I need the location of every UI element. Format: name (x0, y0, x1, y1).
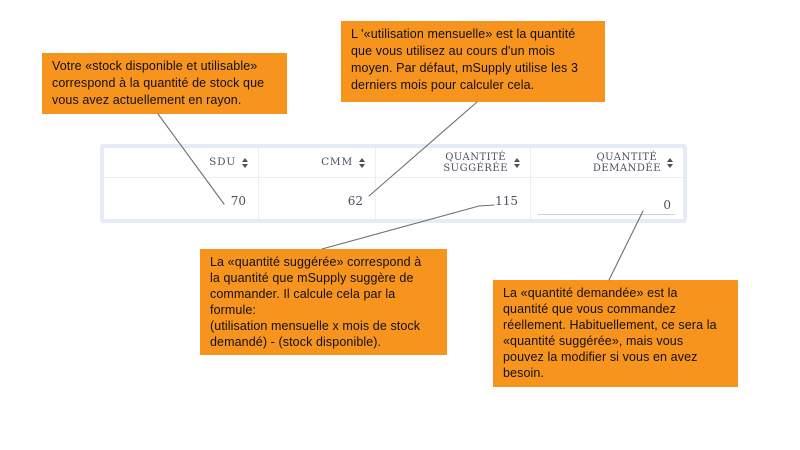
quantite-demandee-input[interactable] (538, 198, 675, 215)
column-header-quantite-suggeree-label: QUANTITÉ SUGGÉRÉE (443, 151, 508, 174)
order-table: SDU CMM QUANTITÉ SUGGÉRÉE QUANTITÉ DEMAN… (100, 144, 687, 223)
cell-cmm: 62 (258, 178, 375, 219)
column-header-sdu-label: SDU (209, 156, 236, 168)
callout-quantite-suggeree: La «quantité suggérée» correspond à la q… (200, 249, 447, 355)
cell-quantite-suggeree: 115 (375, 178, 530, 219)
callout-stock-disponible-text: Votre «stock disponible et utilisable» c… (52, 59, 265, 107)
callout-stock-disponible: Votre «stock disponible et utilisable» c… (42, 53, 287, 114)
callout-quantite-demandee-text: La «quantité demandée» est la quantité q… (503, 286, 717, 380)
sort-arrows-icon (514, 157, 520, 168)
callout-quantite-suggeree-text: La «quantité suggérée» correspond à la q… (210, 255, 422, 349)
column-header-quantite-demandee-label: QUANTITÉ DEMANDÉE (592, 151, 661, 174)
order-table-body: SDU CMM QUANTITÉ SUGGÉRÉE QUANTITÉ DEMAN… (104, 148, 683, 219)
callout-utilisation-mensuelle-text: L '«utilisation mensuelle» est la quanti… (351, 27, 579, 92)
sort-arrows-icon (359, 157, 365, 168)
cell-sdu: 70 (230, 193, 246, 208)
cell-quantite-demandee (530, 178, 683, 219)
table-header-row: SDU CMM QUANTITÉ SUGGÉRÉE QUANTITÉ DEMAN… (104, 148, 683, 178)
table-row: 70 62 115 (104, 178, 683, 219)
column-header-cmm[interactable]: CMM (258, 148, 375, 177)
callout-utilisation-mensuelle: L '«utilisation mensuelle» est la quanti… (341, 21, 605, 102)
sort-arrows-icon (667, 157, 673, 168)
column-header-sdu[interactable]: SDU (104, 148, 258, 177)
column-header-quantite-suggeree[interactable]: QUANTITÉ SUGGÉRÉE (375, 148, 530, 177)
callout-quantite-demandee: La «quantité demandée» est la quantité q… (493, 280, 738, 387)
column-header-cmm-label: CMM (321, 156, 353, 168)
sort-arrows-icon (242, 157, 248, 168)
column-header-quantite-demandee[interactable]: QUANTITÉ DEMANDÉE (530, 148, 683, 177)
